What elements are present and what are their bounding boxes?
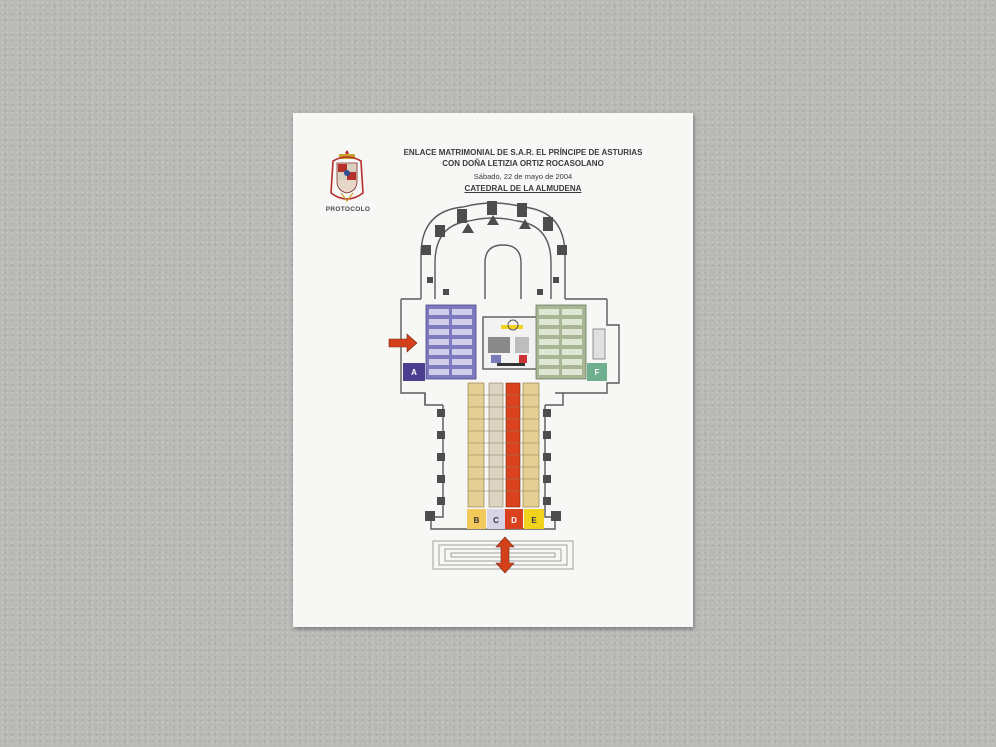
altar-area xyxy=(482,316,538,370)
zone-b-box: B xyxy=(467,509,486,529)
zone-e-box: E xyxy=(524,509,544,529)
venue-title: CATEDRAL DE LA ALMUDENA xyxy=(464,184,582,193)
zone-d-label: D xyxy=(511,516,517,525)
zone-f-label: F xyxy=(595,368,600,377)
zone-d-box: D xyxy=(505,509,523,529)
zone-e-label: E xyxy=(531,516,537,525)
zone-a-box: A xyxy=(403,363,425,381)
left-transept-seating xyxy=(425,304,477,380)
right-transept-seating xyxy=(535,304,606,380)
zone-c-label: C xyxy=(493,516,499,525)
nave-seating xyxy=(467,382,540,508)
zone-a-label: A xyxy=(411,368,417,377)
apse-chapels xyxy=(421,201,567,295)
header-line-1: ENLACE MATRIMONIAL DE S.A.R. EL PRÍNCIPE… xyxy=(403,148,643,157)
main-entrance-arrow-icon xyxy=(495,536,515,574)
royal-crest-icon xyxy=(330,150,364,202)
nave-piers xyxy=(425,409,561,521)
protocol-label: PROTOCOLO xyxy=(325,206,371,213)
side-entrance-arrow-icon xyxy=(388,333,418,353)
invitation-header: ENLACE MATRIMONIAL DE S.A.R. EL PRÍNCIPE… xyxy=(373,148,673,195)
cathedral-floor-plan: A B C D E F xyxy=(388,201,620,574)
zone-f-box: F xyxy=(587,363,607,381)
header-line-2: CON DOÑA LETIZIA ORTIZ ROCASOLANO xyxy=(442,158,604,168)
seating-plan-card: PROTOCOLO ENLACE MATRIMONIAL DE S.A.R. E… xyxy=(293,113,693,627)
zone-b-label: B xyxy=(474,516,480,525)
zone-c-box: C xyxy=(487,509,505,529)
event-date: Sábado, 22 de mayo de 2004 xyxy=(473,172,573,181)
transept-walls xyxy=(400,298,620,406)
